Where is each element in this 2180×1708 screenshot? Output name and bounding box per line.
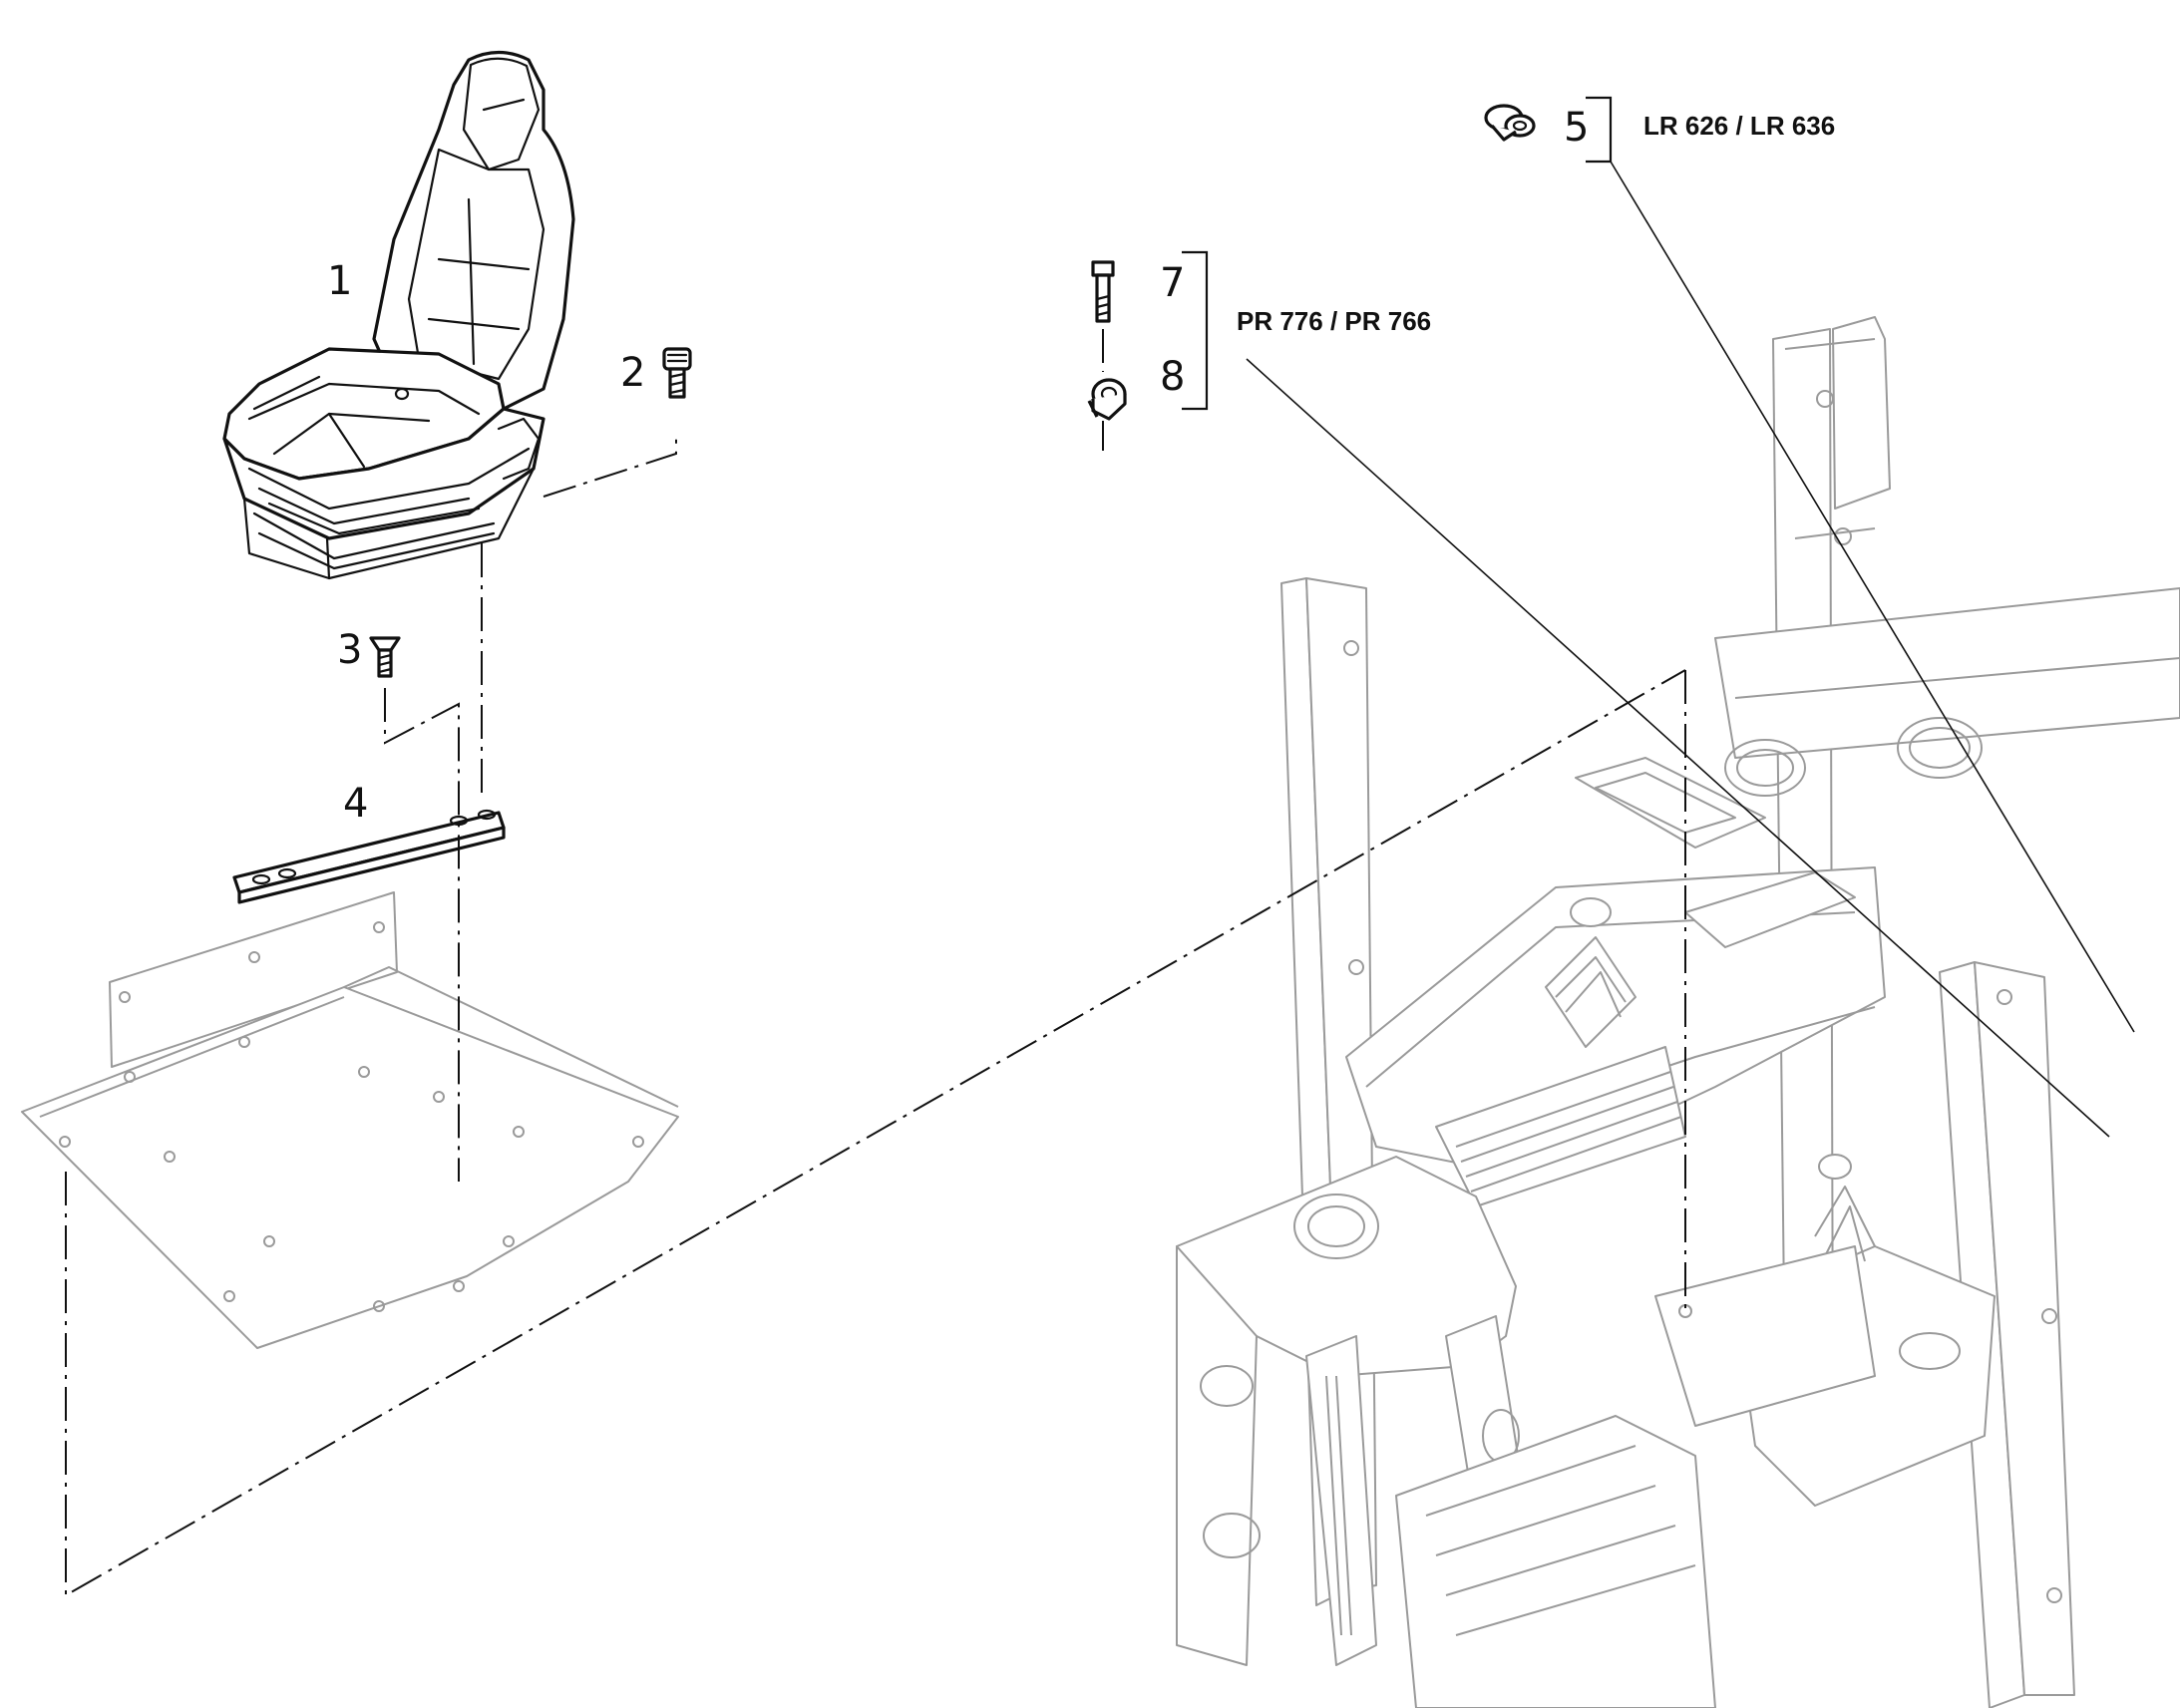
plate-part-4: [232, 809, 506, 904]
screw-part-2: [662, 347, 692, 399]
callout-5: 5: [1564, 105, 1590, 151]
clamp-part-5: [1484, 104, 1536, 142]
model-label-pr: PR 776 / PR 766: [1237, 306, 1432, 336]
model-label-lr: LR 626 / LR 636: [1643, 111, 1836, 141]
clamp-part-8: [1087, 378, 1127, 421]
callout-1: 1: [327, 258, 353, 304]
screw-part-3: [369, 636, 401, 678]
cab-frame: [1176, 316, 2180, 1708]
callout-2: 2: [620, 350, 646, 396]
floor-plate: [21, 891, 679, 1349]
callout-8: 8: [1160, 354, 1186, 400]
callout-3: 3: [337, 627, 363, 673]
leader-lines: [1182, 96, 2135, 1138]
assembly-lines: [65, 329, 1686, 1597]
callout-4: 4: [343, 781, 369, 827]
callout-7: 7: [1160, 260, 1186, 306]
bolt-part-7: [1091, 260, 1115, 323]
seat-assembly: [222, 50, 575, 580]
